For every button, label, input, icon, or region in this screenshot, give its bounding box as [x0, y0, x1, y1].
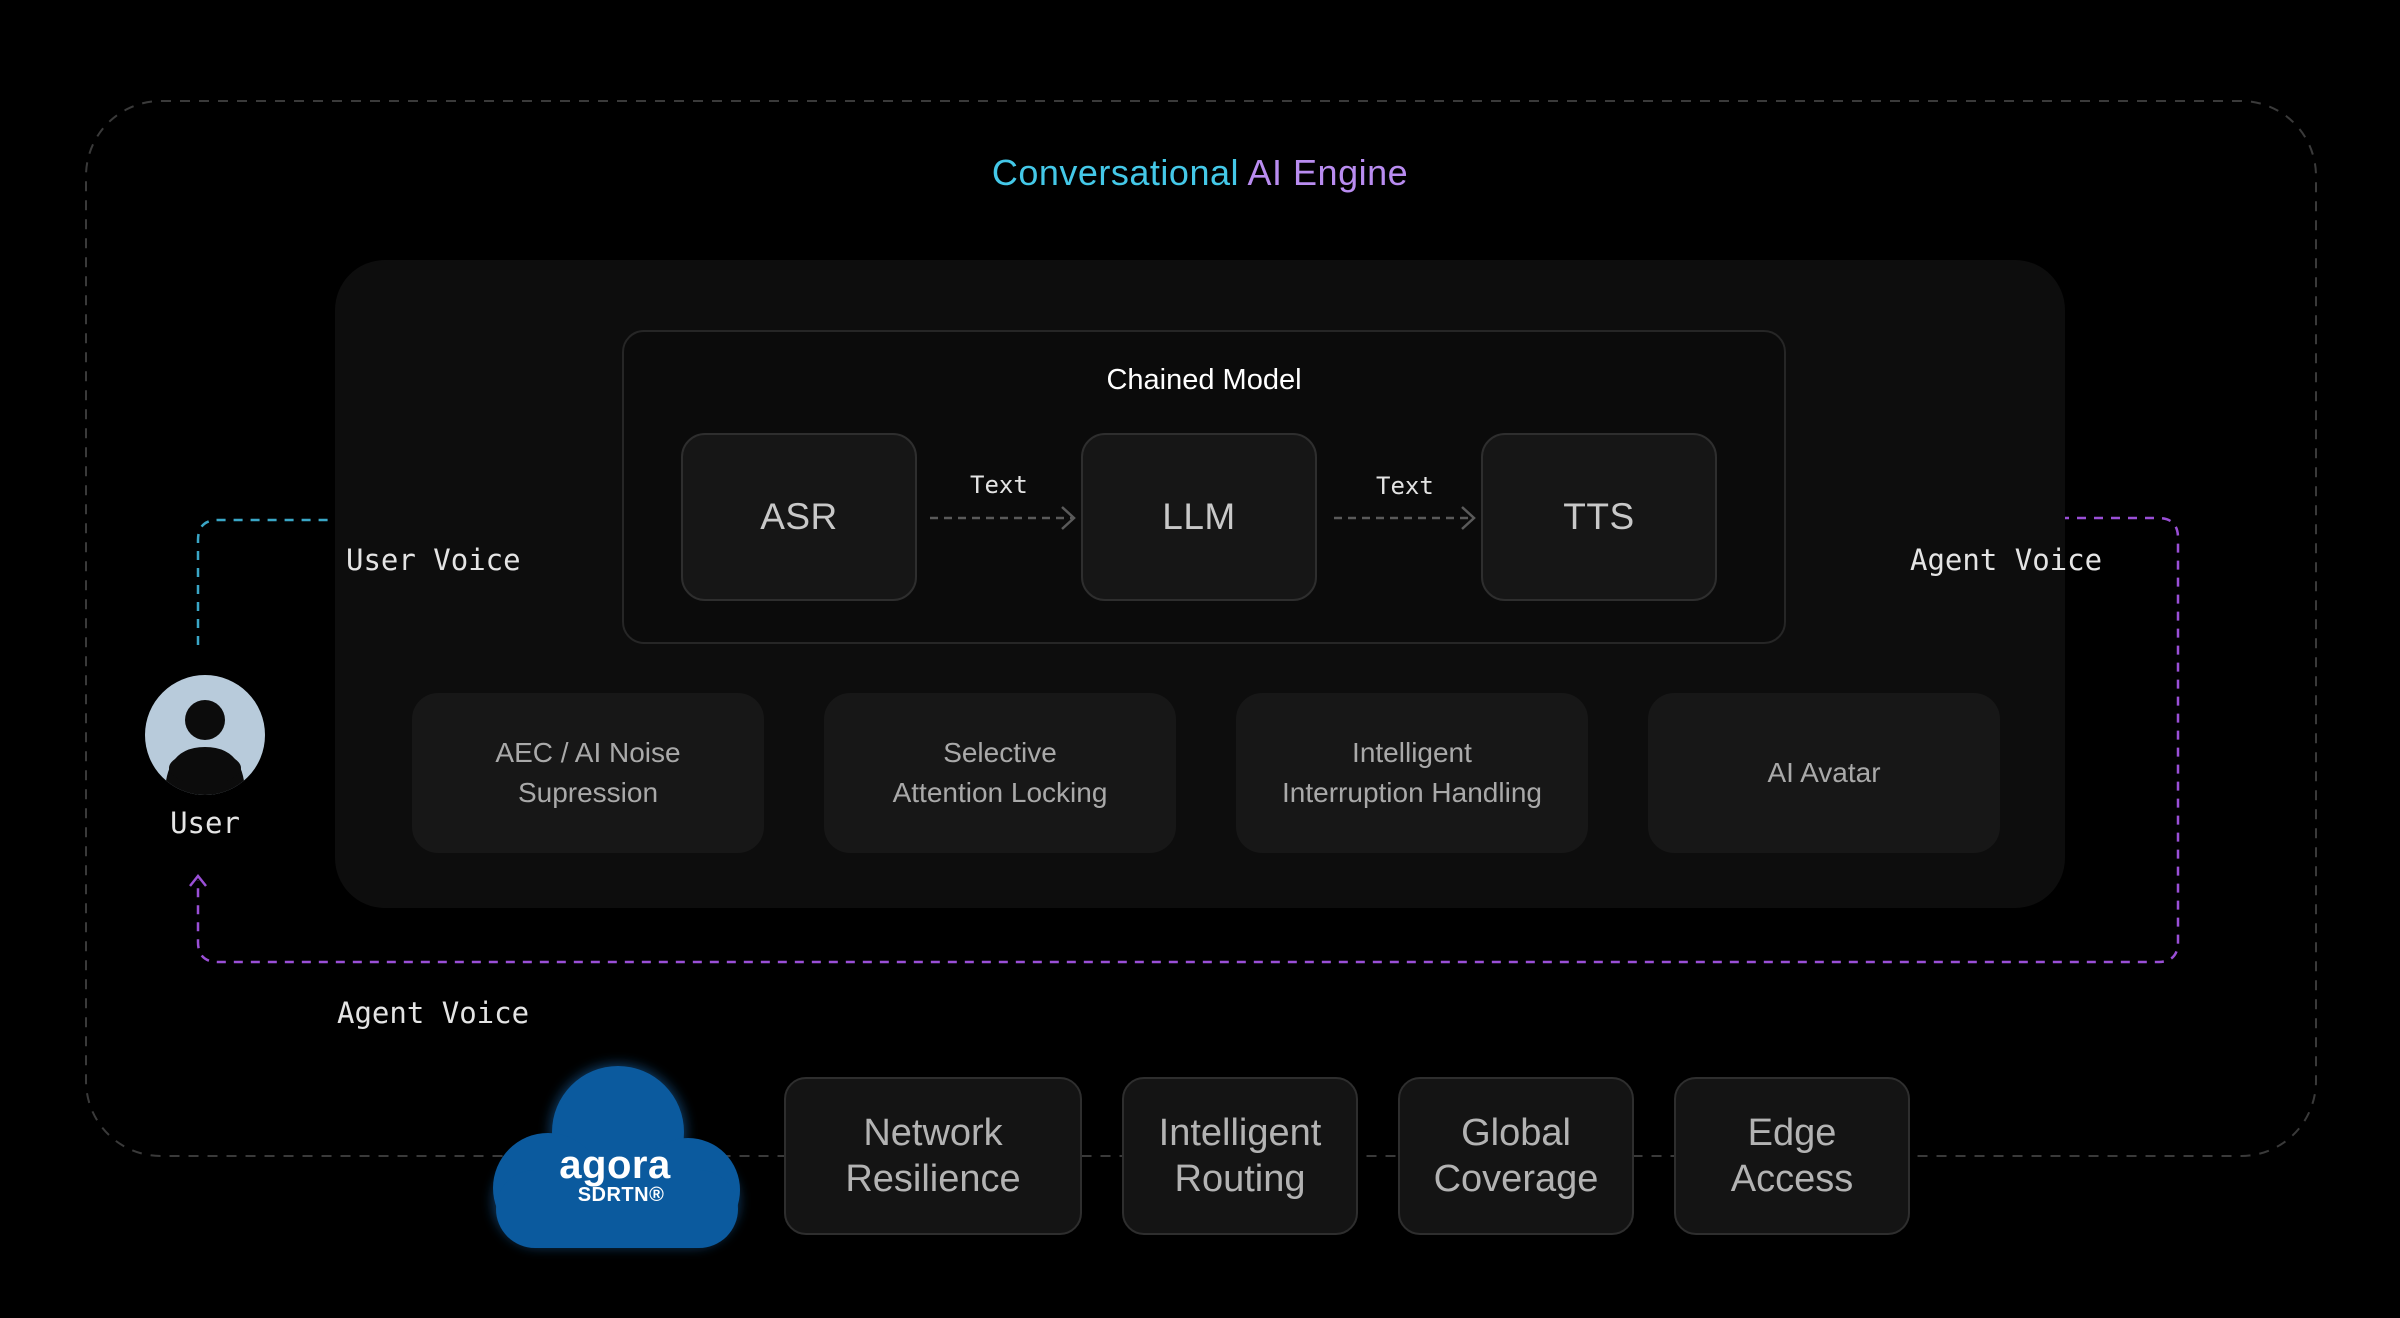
engine-title: Conversational AI Engine [0, 152, 2400, 194]
feature-ai-avatar: AI Avatar [1648, 693, 2000, 853]
capability-intelligent-routing: Intelligent Routing [1122, 1077, 1358, 1235]
agent-voice-path [196, 516, 2180, 964]
user-avatar-icon [145, 675, 265, 795]
agora-brand-text: agora [559, 1143, 671, 1187]
agent-voice-arrowhead [189, 873, 207, 887]
model-tts: TTS [1481, 433, 1717, 601]
agent-voice-label-bottom: Agent Voice [337, 996, 530, 1030]
feature-attention-locking: Selective Attention Locking [824, 693, 1176, 853]
chained-model-title: Chained Model [1106, 364, 1302, 396]
user-voice-path [196, 518, 658, 645]
engine-title-part2: AI Engine [1247, 152, 1409, 193]
feature-interruption-handling: Intelligent Interruption Handling [1236, 693, 1588, 853]
user-voice-label: User Voice [346, 543, 521, 577]
capability-edge-access: Edge Access [1674, 1077, 1910, 1235]
agent-voice-label-right: Agent Voice [1910, 543, 2103, 577]
model-asr: ASR [681, 433, 917, 601]
user-label: User [170, 806, 240, 840]
connector-label-text-1: Text [970, 471, 1028, 499]
agora-brand-subtext: SDRTN® [577, 1184, 665, 1206]
model-llm: LLM [1081, 433, 1317, 601]
engine-title-part1: Conversational [991, 152, 1239, 193]
capability-global-coverage: Global Coverage [1398, 1077, 1634, 1235]
agora-cloud-logo [493, 1064, 740, 1248]
feature-noise-suppression: AEC / AI Noise Supression [412, 693, 764, 853]
connector-label-text-2: Text [1376, 472, 1434, 500]
capability-network-resilience: Network Resilience [784, 1077, 1082, 1235]
